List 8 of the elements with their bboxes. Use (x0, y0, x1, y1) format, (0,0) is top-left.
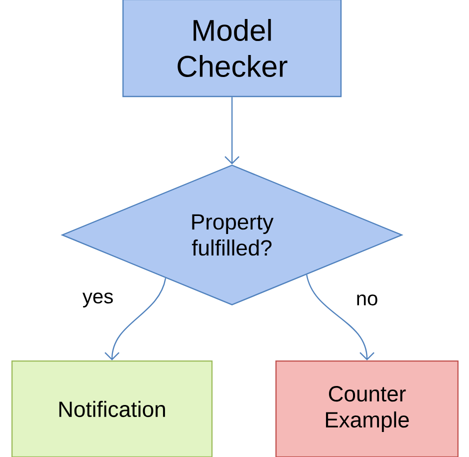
process-box: Counter Example (275, 360, 459, 457)
edge-label: no (354, 294, 380, 306)
arrow (104, 278, 166, 360)
edge-label: yes (81, 292, 115, 308)
arrow (306, 274, 374, 360)
process-box: Model Checker (122, 0, 342, 98)
process-box: Notification (11, 360, 213, 457)
arrow (224, 97, 240, 164)
